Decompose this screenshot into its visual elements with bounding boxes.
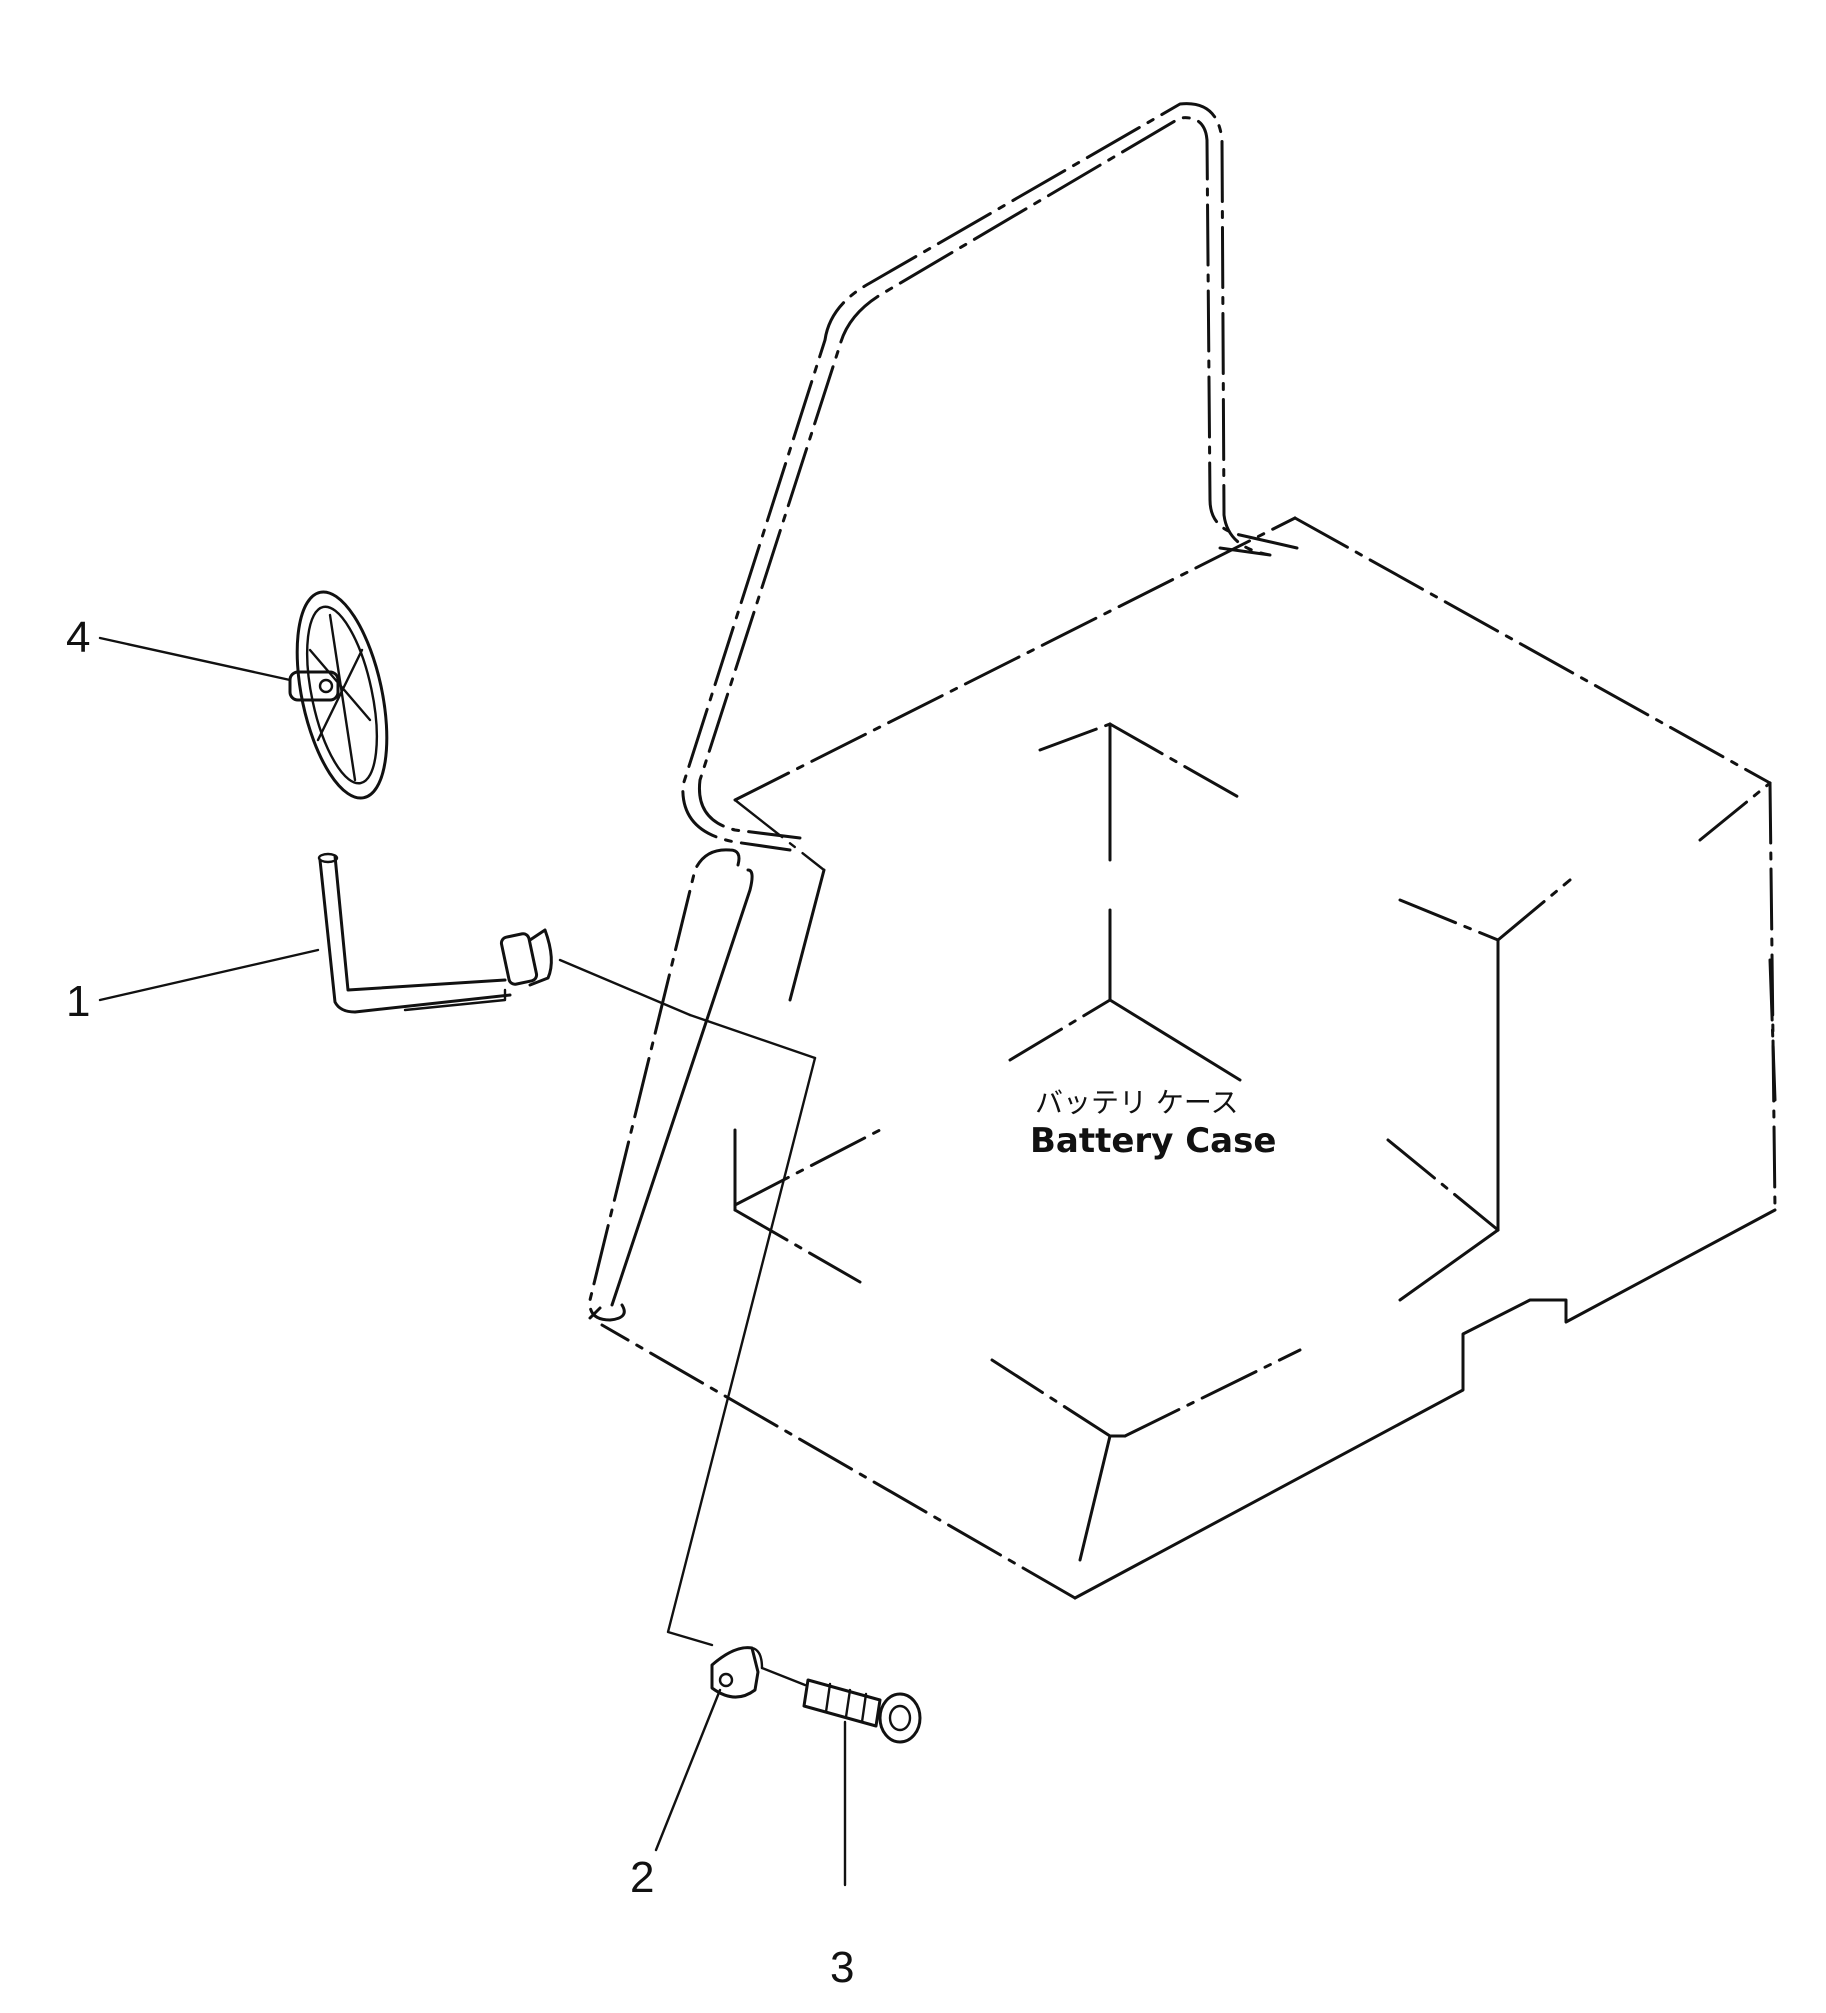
callout-2: 2: [630, 1853, 654, 1902]
bolt-part: [802, 1678, 922, 1744]
hook-rod-part: [317, 852, 553, 1014]
battery-case-label-jp: バッテリ ケース: [1035, 1086, 1239, 1119]
callout-1: 1: [66, 977, 90, 1026]
battery-stay-rod: [588, 102, 1299, 1322]
assembly-lines: [558, 958, 817, 1687]
callout-3: 3: [830, 1943, 854, 1992]
battery-case-label-en: Battery Case: [1030, 1121, 1276, 1161]
callout-leaders: [98, 636, 847, 1887]
wing-nut-part: [288, 590, 389, 800]
clip-part: [710, 1646, 764, 1699]
callout-4: 4: [66, 613, 90, 662]
battery-case: [600, 516, 1777, 1600]
